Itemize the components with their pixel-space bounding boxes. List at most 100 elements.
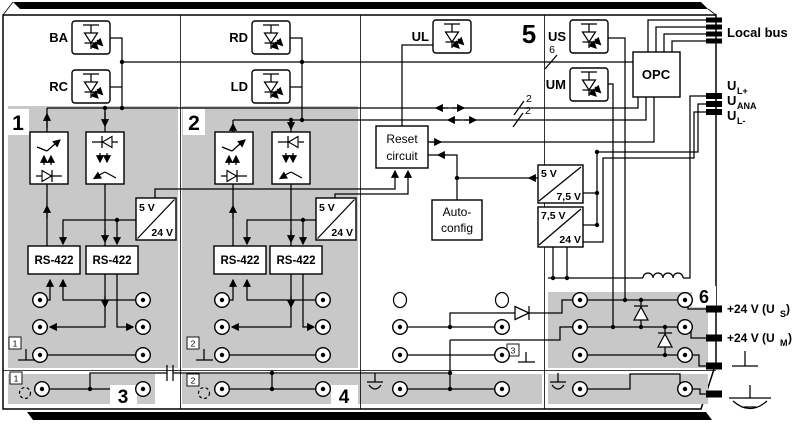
led-label-ba: BA xyxy=(49,30,68,45)
terminal xyxy=(213,319,231,335)
terminal xyxy=(315,292,331,308)
terminal xyxy=(572,319,588,335)
terminal xyxy=(494,319,510,335)
reset-label-1: Reset xyxy=(386,132,418,146)
terminal xyxy=(677,347,693,363)
converter-in-label: 5 V xyxy=(139,202,155,214)
terminal xyxy=(134,292,152,308)
ul-plus-sub: L+ xyxy=(737,86,748,96)
gnd-pin xyxy=(706,362,722,370)
led-indicators: BA RC RD LD UL US UM xyxy=(49,19,609,104)
terminal xyxy=(392,381,408,397)
u-ana-pin xyxy=(706,101,722,107)
terminal xyxy=(134,319,152,335)
terminal xyxy=(572,347,588,363)
terminal-unused xyxy=(392,291,408,309)
shield-clamp-icon xyxy=(18,386,32,400)
terminal xyxy=(32,292,48,308)
terminal xyxy=(677,319,693,335)
p24-us-paren: ) xyxy=(786,302,790,316)
section-label-6: 6 xyxy=(699,287,709,307)
led-label-us: US xyxy=(548,29,566,44)
p24-us-sub: S xyxy=(780,309,786,319)
autoconfig-label-2: config xyxy=(441,221,473,235)
ul-minus-label: U xyxy=(727,108,736,123)
p24-us-label: +24 V (U xyxy=(727,302,775,316)
reset-circuit-box xyxy=(375,125,429,169)
section-labels: 1 2 5 6 3 4 xyxy=(7,19,716,408)
local-bus-pin xyxy=(706,38,722,44)
p24-um-label: +24 V (U xyxy=(727,331,775,345)
shield-clamp-icon xyxy=(197,386,211,400)
ul-plus-label: U xyxy=(727,78,736,93)
led-label-rd: RD xyxy=(229,30,248,45)
marker-strip-2: 2 xyxy=(191,376,196,386)
terminal xyxy=(677,292,693,308)
section-label-1: 1 xyxy=(12,112,24,135)
terminal-point-markers: 1 2 3 1 2 xyxy=(8,336,535,400)
pe-pin xyxy=(706,390,722,398)
terminal xyxy=(32,347,48,363)
converter-in-label: 5 V xyxy=(319,202,335,214)
wiring xyxy=(40,19,706,395)
dc-converters: 5 V 24 V 5 V 24 V xyxy=(135,197,357,241)
bus-width-labels: 6 2 2 xyxy=(525,44,555,117)
local-bus-pin xyxy=(706,17,722,23)
ul-minus-pin xyxy=(706,109,722,115)
terminal xyxy=(34,381,50,397)
bus-width-2: 2 xyxy=(526,93,532,105)
section-label-2: 2 xyxy=(188,112,200,135)
optocoupler-transmit-icon xyxy=(86,132,124,184)
terminal xyxy=(315,381,331,397)
terminal xyxy=(392,319,408,335)
opc-box xyxy=(632,51,681,98)
rs422-box xyxy=(85,245,139,275)
right-connectors: Local bus U L+ U ANA U L- +24 V (U S ) +… xyxy=(706,17,792,410)
terminal xyxy=(572,381,588,397)
rs422-label: RS-422 xyxy=(221,255,260,267)
opc-label: OPC xyxy=(642,67,671,82)
reset-label-2: circuit xyxy=(386,149,418,163)
local-bus-label: Local bus xyxy=(727,25,788,40)
terminal xyxy=(213,347,231,363)
u-ana-sub: ANA xyxy=(737,101,757,111)
terminal xyxy=(494,347,510,363)
terminal xyxy=(32,319,48,335)
rs422-label: RS-422 xyxy=(93,255,132,267)
terminal xyxy=(134,381,152,397)
led-label-ul: UL xyxy=(412,29,429,44)
section-label-4: 4 xyxy=(339,387,350,408)
p24-um-paren: ) xyxy=(788,331,792,345)
rs422-box xyxy=(269,245,323,275)
p24-us-pin xyxy=(706,305,722,313)
optocoupler-transmit-icon xyxy=(272,132,310,184)
power-supply-stack: 5 V 7,5 V 7,5 V 24 V xyxy=(537,164,584,248)
column-dividers xyxy=(3,15,716,409)
terminal xyxy=(572,292,588,308)
rs422-label: RS-422 xyxy=(277,255,316,267)
earth-ground-icon xyxy=(729,385,771,410)
p24-um-sub: M xyxy=(780,338,788,348)
terminal-unused xyxy=(494,291,510,309)
psu-label-75v: 7,5 V xyxy=(556,191,581,203)
terminal xyxy=(315,319,331,335)
terminal xyxy=(213,381,231,397)
ul-minus-sub: L- xyxy=(737,116,746,126)
autoconfig-box xyxy=(431,199,483,241)
p24-um-pin xyxy=(706,334,722,342)
rs422-interfaces: RS-422 RS-422 RS-422 RS-422 xyxy=(27,245,323,275)
marker-2: 2 xyxy=(191,339,196,349)
marker-1: 1 xyxy=(13,339,18,349)
logic-boxes: Reset circuit Auto- config OPC xyxy=(375,51,681,241)
terminal xyxy=(392,347,408,363)
section-label-5: 5 xyxy=(522,19,536,49)
rs422-label: RS-422 xyxy=(35,255,74,267)
rs422-box xyxy=(213,245,267,275)
led-label-um: UM xyxy=(546,77,566,92)
autoconfig-label-1: Auto- xyxy=(443,205,472,219)
marker-3: 3 xyxy=(511,346,516,356)
psu-label-5v: 5 V xyxy=(541,168,557,180)
converter-out-label: 24 V xyxy=(151,227,173,239)
device-outline xyxy=(2,1,717,420)
